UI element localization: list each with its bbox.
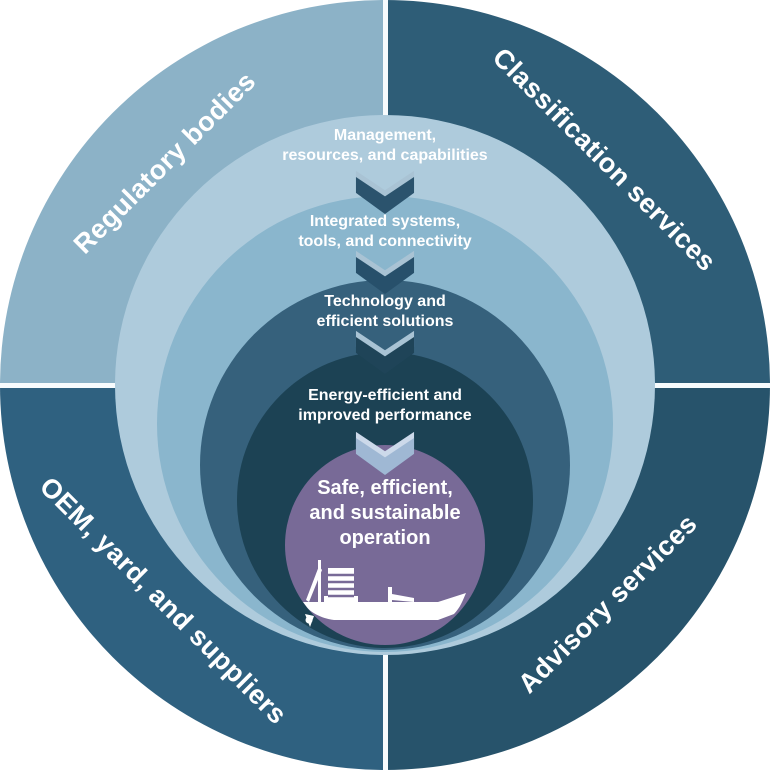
center-text-line: operation — [339, 527, 431, 549]
cargo-ship-icon — [303, 560, 466, 627]
chevron-down-icon — [355, 431, 415, 475]
level-text-management: Management, resources, and capabilities — [215, 126, 555, 166]
center-text-safe-operation: Safe, efficient, and sustainable operati… — [255, 476, 515, 551]
level-text-line: Energy-efficient and — [308, 387, 462, 404]
level-text-line: tools, and connectivity — [298, 233, 472, 250]
level-text-integrated-systems: Integrated systems, tools, and connectiv… — [215, 212, 555, 252]
chevron-down-icon — [355, 170, 415, 214]
center-text-line: and sustainable — [309, 502, 461, 524]
chevron-down-icon — [355, 250, 415, 294]
level-text-line: resources, and capabilities — [282, 147, 488, 164]
level-text-energy-efficient: Energy-efficient and improved performanc… — [215, 386, 555, 426]
level-text-line: Integrated systems, — [309, 213, 461, 230]
level-text-line: efficient solutions — [316, 313, 454, 330]
center-text-line: Safe, efficient, — [317, 477, 453, 499]
level-text-line: improved performance — [298, 407, 472, 424]
level-text-line: Technology and — [324, 293, 446, 310]
level-text-technology: Technology and efficient solutions — [215, 292, 555, 332]
chevron-down-icon — [355, 330, 415, 374]
level-text-line: Management, — [333, 127, 437, 144]
